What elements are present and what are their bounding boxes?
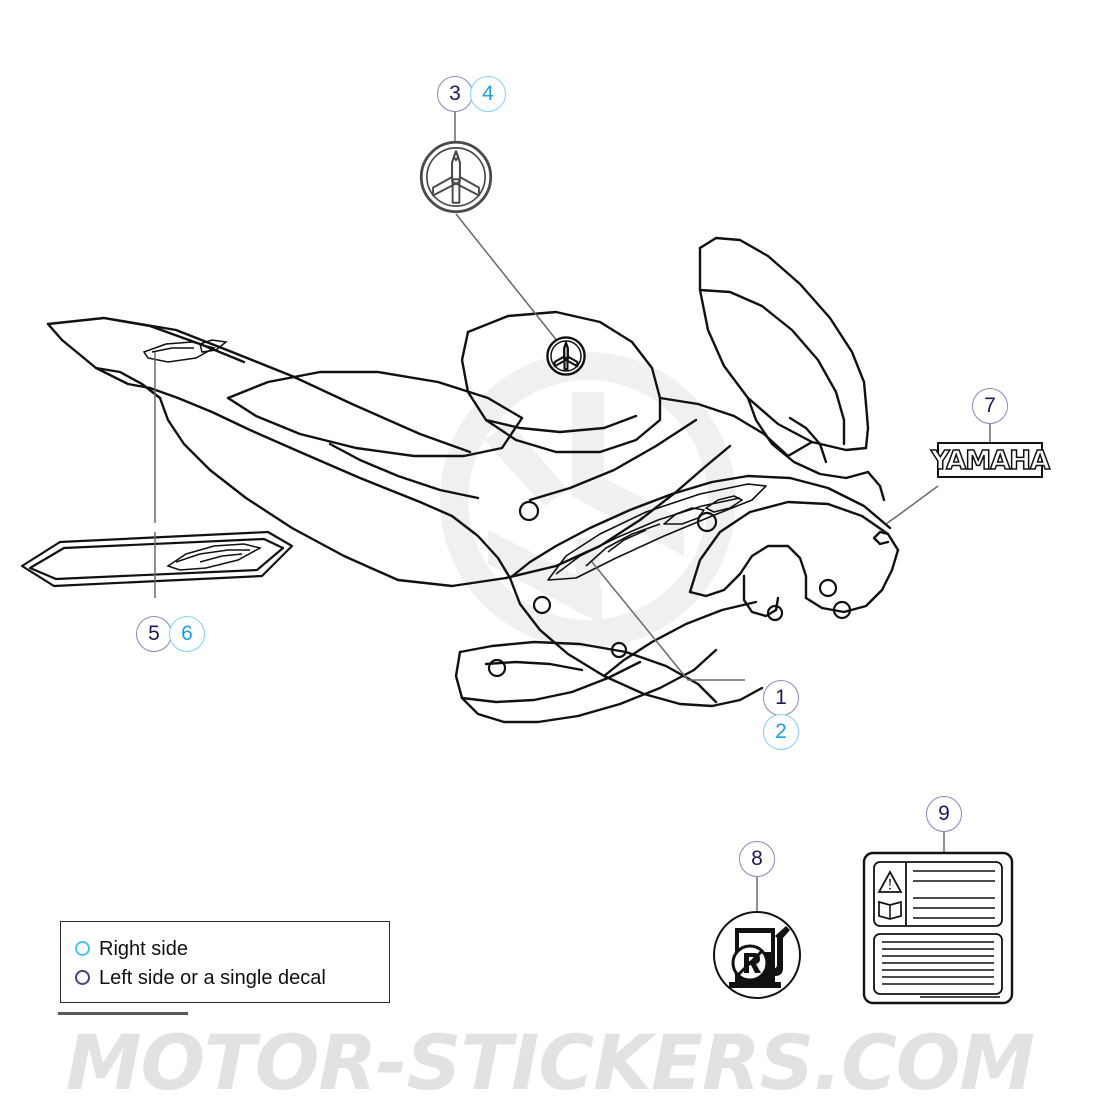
legend-row-right-side: Right side [75,934,389,963]
caution-warning-label [862,851,1014,1005]
right-side-circle-icon [75,941,90,956]
rear-tail-decal-graphic [166,543,263,571]
left-side-circle-icon [75,970,90,985]
rear-tail-graphic-on-bike [142,339,228,363]
yamaha-name-decal: YAMAHA [929,442,1052,478]
callout-7[interactable]: 7 [972,388,1008,424]
side-cowling-graphic [547,483,767,581]
warning-triangle-icon [877,870,903,893]
callout-4[interactable]: 4 [470,76,506,112]
yamaha-tuning-fork-emblem [419,140,493,214]
callout-6[interactable]: 6 [169,616,205,652]
legend-label-right-side: Right side [99,937,188,960]
callout-5[interactable]: 5 [136,616,172,652]
rear-tail-cowl-decal-part [20,530,294,588]
open-book-icon [878,900,902,920]
legend-label-left-side: Left side or a single decal [99,966,326,989]
svg-text:YAMAHA: YAMAHA [930,446,1050,476]
yamaha-emblem-on-tank [546,336,586,376]
callout-8[interactable]: 8 [739,841,775,877]
watermark-rule [58,1012,188,1015]
callout-2[interactable]: 2 [763,714,799,750]
callout-9[interactable]: 9 [926,796,962,832]
fuel-warning-round-decal [713,911,801,999]
legend-box: Right side Left side or a single decal [60,921,390,1003]
callout-1[interactable]: 1 [763,680,799,716]
watermark-text: MOTOR-STICKERS.COM [65,1018,1035,1107]
callout-3[interactable]: 3 [437,76,473,112]
legend-row-left-side: Left side or a single decal [75,963,389,992]
leader-lines [154,112,991,912]
